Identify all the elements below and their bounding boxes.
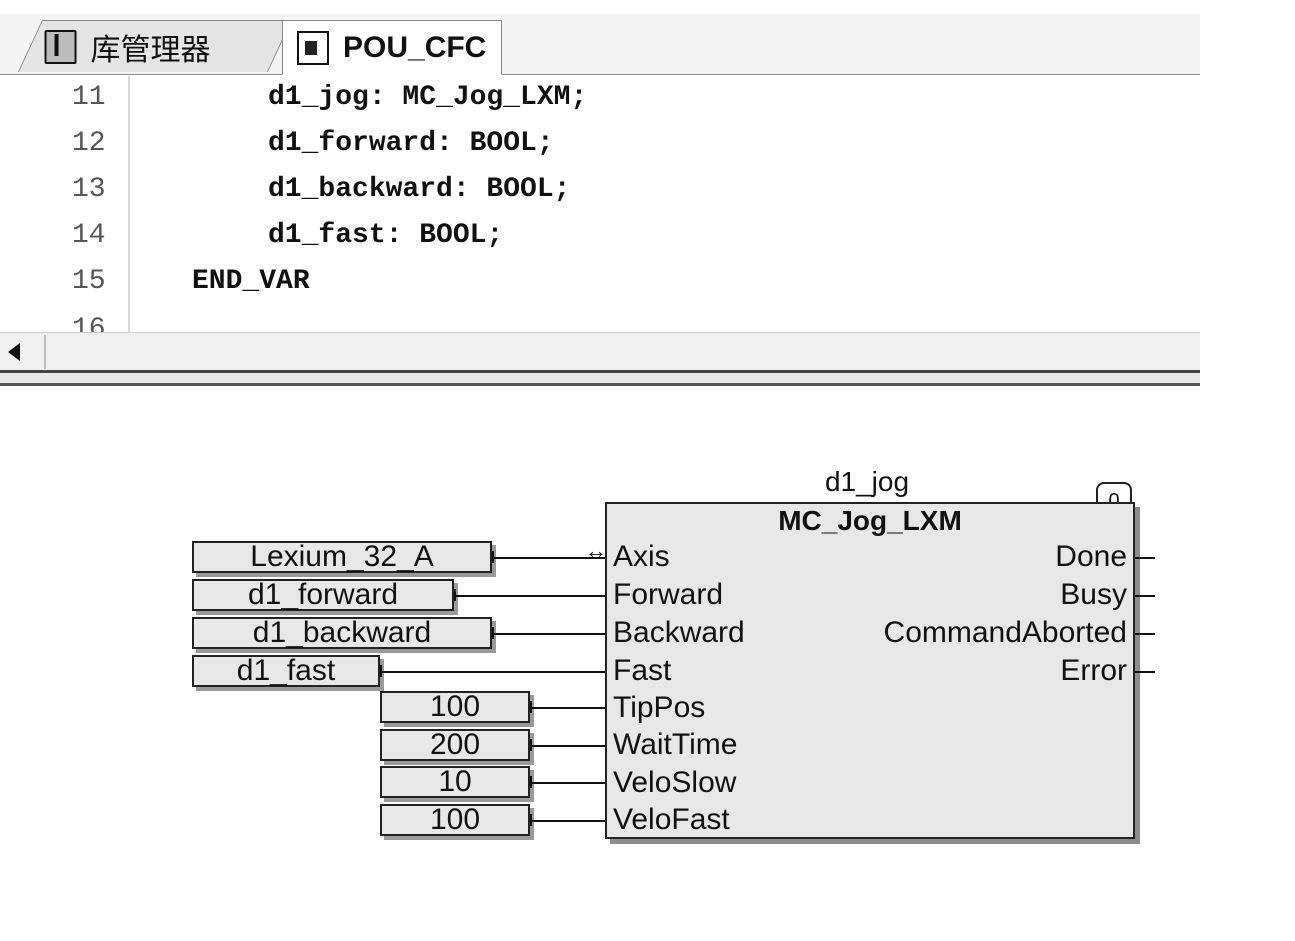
fb-input-pin[interactable]: Fast <box>613 654 672 687</box>
connection-line[interactable] <box>454 595 605 597</box>
input-constant-box[interactable]: 100 <box>380 804 530 836</box>
output-connector-stub[interactable] <box>1135 671 1155 673</box>
connection-pin-mark <box>492 551 494 563</box>
line-number: 13 <box>72 174 106 205</box>
scrollbar-separator <box>44 335 46 369</box>
tab-label: POU_CFC <box>343 30 487 64</box>
connection-pin-mark <box>530 739 532 751</box>
connection-pin-mark <box>454 589 456 601</box>
editor-tab-strip: 库管理器 POU_CFC <box>0 14 1200 75</box>
function-block-mc-jog-lxm[interactable]: MC_Jog_LXM Axis Forward Backward Fast Ti… <box>605 502 1135 839</box>
output-connector-stub[interactable] <box>1135 633 1155 635</box>
code-text[interactable]: d1_jog: MC_Jog_LXM; <box>268 82 588 113</box>
line-number: 14 <box>72 220 106 251</box>
code-line[interactable]: 16 <box>0 308 1200 332</box>
connection-line[interactable] <box>530 707 605 709</box>
fb-output-pin[interactable]: Error <box>1060 654 1127 687</box>
connection-line[interactable] <box>492 557 605 559</box>
connection-pin-mark <box>530 776 532 788</box>
fb-input-pin[interactable]: TipPos <box>613 691 706 724</box>
fb-instance-name[interactable]: d1_jog <box>824 466 910 497</box>
fb-input-pin[interactable]: VeloFast <box>613 803 730 836</box>
line-number: 15 <box>72 266 106 297</box>
input-variable-box[interactable]: d1_forward <box>192 579 454 611</box>
input-variable-box[interactable]: d1_backward <box>192 617 492 649</box>
fb-type-name: MC_Jog_LXM <box>778 505 962 536</box>
fb-input-pin[interactable]: Backward <box>613 616 745 649</box>
library-icon <box>44 29 77 64</box>
editor-splitter[interactable] <box>0 370 1200 386</box>
connection-line[interactable] <box>530 820 605 822</box>
code-text[interactable]: END_VAR <box>192 266 310 297</box>
connection-line[interactable] <box>530 745 605 747</box>
input-constant-box[interactable]: 10 <box>380 766 530 798</box>
connection-pin-mark <box>530 701 532 713</box>
fb-input-pin[interactable]: Axis <box>613 540 670 573</box>
tab-pou-cfc[interactable]: POU_CFC <box>282 20 502 75</box>
code-text[interactable]: d1_backward: BOOL; <box>268 174 571 205</box>
fb-input-pin[interactable]: VeloSlow <box>613 766 737 799</box>
code-line[interactable]: 13 d1_backward: BOOL; <box>0 168 1200 214</box>
connection-pin-mark <box>530 814 532 826</box>
input-constant-box[interactable]: 100 <box>380 691 530 723</box>
code-text[interactable]: d1_fast: BOOL; <box>268 220 504 251</box>
code-text[interactable]: d1_forward: BOOL; <box>268 128 554 159</box>
document-icon <box>297 30 329 65</box>
connection-line[interactable] <box>492 633 605 635</box>
fb-output-pin[interactable]: Busy <box>1060 578 1127 611</box>
code-line[interactable]: 11 d1_jog: MC_Jog_LXM; <box>0 76 1200 122</box>
connection-pin-mark <box>492 627 494 639</box>
line-number: 11 <box>72 82 106 113</box>
input-constant-box[interactable]: 200 <box>380 729 530 761</box>
cfc-canvas[interactable]: d1_jog 0 Lexium_32_A d1_forward d1_backw… <box>0 388 1200 941</box>
code-line[interactable]: 12 d1_forward: BOOL; <box>0 122 1200 168</box>
fb-input-pin[interactable]: Forward <box>613 578 724 611</box>
fb-output-pin[interactable]: CommandAborted <box>883 616 1127 649</box>
line-number-gutter <box>0 76 130 332</box>
output-connector-stub[interactable] <box>1135 557 1155 559</box>
connection-line[interactable] <box>380 671 605 673</box>
tab-library-manager[interactable]: 库管理器 <box>17 20 293 72</box>
line-number: 12 <box>72 128 106 159</box>
scroll-left-arrow-icon[interactable] <box>8 343 20 361</box>
input-variable-box[interactable]: d1_fast <box>192 655 380 687</box>
code-line[interactable]: 15 END_VAR <box>0 260 1200 306</box>
input-variable-box[interactable]: Lexium_32_A <box>192 541 492 573</box>
declaration-editor[interactable]: 11 d1_jog: MC_Jog_LXM; 12 d1_forward: BO… <box>0 76 1200 332</box>
fb-input-pin[interactable]: WaitTime <box>613 728 738 761</box>
fb-output-pin[interactable]: Done <box>1055 540 1127 573</box>
code-line[interactable]: 14 d1_fast: BOOL; <box>0 214 1200 260</box>
tab-label: 库管理器 <box>90 33 211 67</box>
inout-arrow-icon: ↔ <box>585 538 607 563</box>
line-number: 16 <box>72 314 106 332</box>
connection-line[interactable] <box>530 782 605 784</box>
output-connector-stub[interactable] <box>1135 595 1155 597</box>
connection-pin-mark <box>380 665 382 677</box>
horizontal-scrollbar[interactable] <box>0 332 1200 371</box>
